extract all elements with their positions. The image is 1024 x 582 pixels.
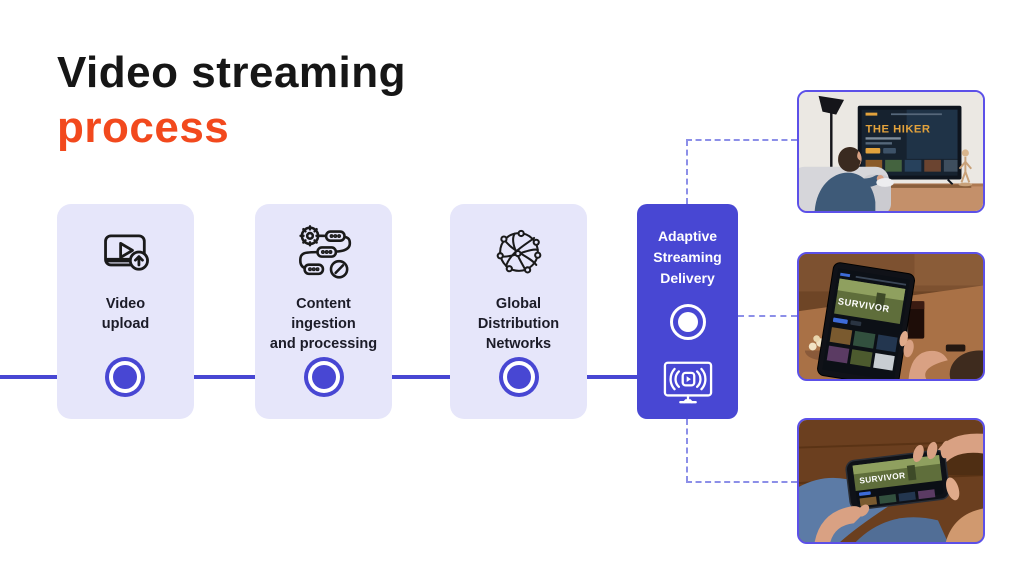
timeline-node-ring xyxy=(308,361,340,393)
photo-tablet: SURVIVOR xyxy=(797,252,985,381)
connector-top-horizontal xyxy=(686,139,797,141)
timeline-node-core xyxy=(312,365,336,389)
smart-tv-illustration: THE HIKER xyxy=(799,92,983,211)
step-label: Global Distribution Networks xyxy=(477,296,560,352)
timeline-node-ring xyxy=(109,361,141,393)
timeline-node-global-distribution xyxy=(499,357,539,397)
connector-bottom-horizontal xyxy=(686,481,797,483)
delivery-card: Adaptive Streaming Delivery xyxy=(637,204,738,419)
timeline-node-video-upload xyxy=(105,357,145,397)
step-label: Video upload xyxy=(101,296,150,332)
timeline-node-content-ingestion xyxy=(304,357,344,397)
timeline-node-core xyxy=(507,365,531,389)
record-circle-icon xyxy=(669,304,706,340)
photo-smart-tv: THE HIKER xyxy=(797,90,985,213)
page-title: Video streaming process xyxy=(57,46,406,155)
svg-text:THE HIKER: THE HIKER xyxy=(866,123,931,135)
photo-smartphone: SURVIVOR xyxy=(797,418,985,544)
delivery-label: Adaptive Streaming Delivery xyxy=(653,228,722,286)
connector-bottom-vertical xyxy=(686,419,688,482)
connector-middle-horizontal xyxy=(738,315,797,317)
global-distribution-icon xyxy=(491,224,547,280)
tablet-illustration: SURVIVOR xyxy=(799,254,983,379)
video-upload-icon xyxy=(98,224,154,280)
streaming-tv-icon xyxy=(661,357,715,407)
smartphone-illustration: SURVIVOR xyxy=(799,420,983,542)
step-label: Content ingestion and processing xyxy=(269,296,378,352)
timeline-node-ring xyxy=(503,361,535,393)
timeline-node-core xyxy=(113,365,137,389)
record-circle-core xyxy=(677,312,698,332)
page-title-line1: Video streaming xyxy=(57,48,407,97)
content-ingestion-icon xyxy=(296,224,352,280)
page-title-line2: process xyxy=(57,102,230,152)
connector-top-vertical xyxy=(686,140,688,204)
